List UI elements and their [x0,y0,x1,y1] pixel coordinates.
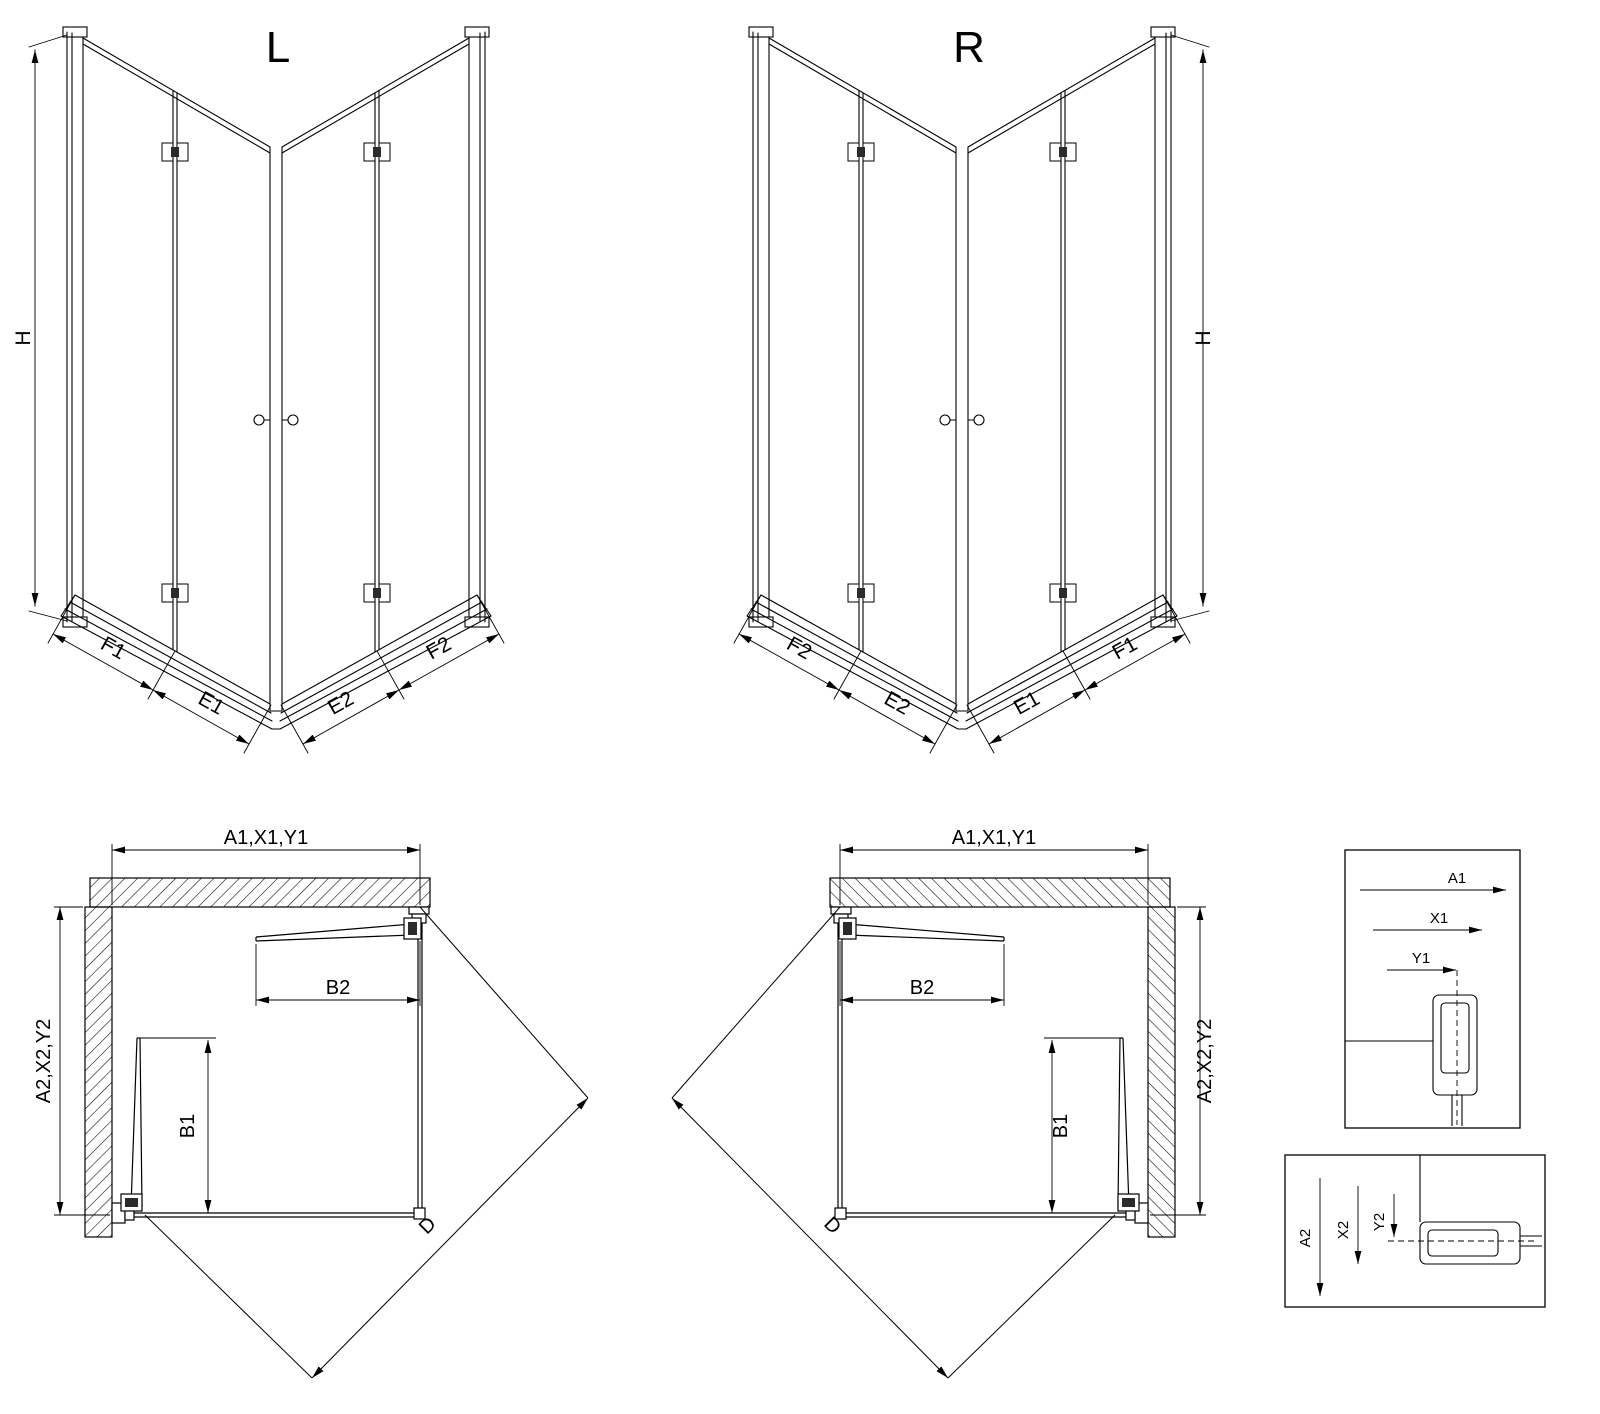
dim-label-f1: F1 [1109,632,1142,664]
dim-label-a2: A2 [1297,1229,1314,1247]
view-title-right: R [953,23,985,72]
iso-view-right: R H F2 E2 E1 F1 [720,23,1215,800]
dim-label-b1: B1 [177,1114,199,1138]
dim-label-e2: E2 [880,687,914,720]
plan-view-right: A1,X1,Y1 A2,X2,Y2 B2 B1 D [610,827,1216,1414]
dim-label-e1: E1 [1010,687,1044,720]
dim-label-b2: B2 [326,977,350,999]
dim-label-a1: A1 [1448,870,1466,887]
detail-inset-side-dims: A2 X2 Y2 [1284,1154,1546,1308]
dim-label-x1: X1 [1430,910,1448,927]
enclosure-plan-geometry [672,844,1206,1378]
dim-label-y1: Y1 [1412,950,1430,967]
dim-label-b1: B1 [1050,1114,1072,1138]
dim-label-depth-side: A2,X2,Y2 [1194,1019,1216,1104]
dim-label-h: H [12,330,35,345]
view-title-left: L [266,23,290,72]
iso-view-left: L H F1 E1 E2 F2 [12,23,580,800]
dim-label-width-top: A1,X1,Y1 [224,827,309,849]
dim-label-f2: F2 [783,632,816,664]
wall-profile-section-plan [1284,1154,1546,1308]
dim-label-b2: B2 [910,977,934,999]
plan-view-left: A1,X1,Y1 A2,X2,Y2 B2 B1 D [33,827,660,1414]
enclosure-plan-geometry [54,844,588,1378]
detail-inset-top-dims: A1 X1 Y1 [1344,849,1521,1129]
dim-label-width-top: A1,X1,Y1 [952,827,1037,849]
dim-label-x2: X2 [1335,1221,1352,1239]
dim-label-y2: Y2 [1371,1213,1388,1231]
dim-label-h: H [1192,330,1215,345]
dim-label-f1: F1 [97,632,130,664]
wall-profile-section-plan [1344,849,1521,1129]
dim-label-e1: E1 [194,687,228,720]
dim-label-depth-side: A2,X2,Y2 [33,1019,55,1104]
dim-label-f2: F2 [423,632,456,664]
dim-label-e2: E2 [324,687,358,720]
